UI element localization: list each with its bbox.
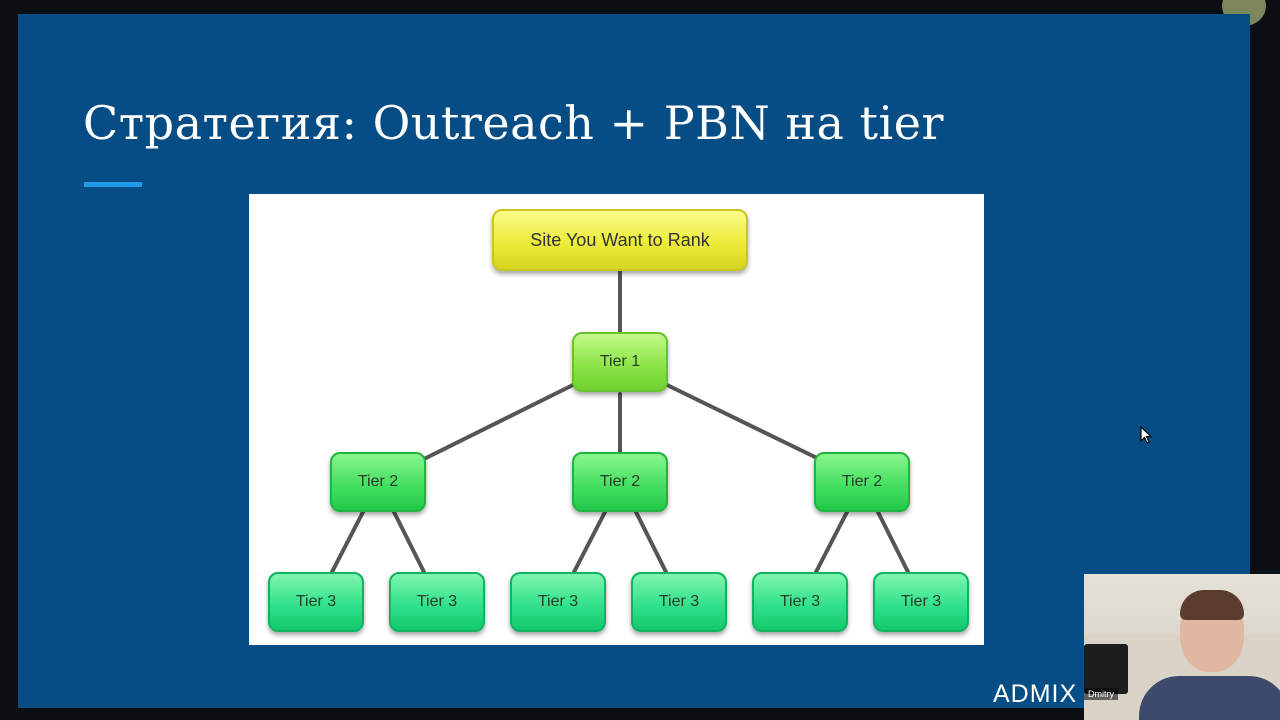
- presentation-slide: Стратегия: Outreach + PBN на tier Site Y…: [18, 14, 1250, 708]
- cursor-icon: [1140, 426, 1153, 444]
- node-tier-2-right: Tier 2: [814, 452, 910, 512]
- edge-tier1-tier2-left: [422, 382, 577, 461]
- node-tier-1: Tier 1: [572, 332, 668, 392]
- node-tier-3: Tier 3: [510, 572, 606, 632]
- webcam-speaker-object: [1084, 644, 1128, 694]
- node-site-to-rank: Site You Want to Rank: [492, 209, 748, 271]
- webcam-video-tile[interactable]: Dmitry: [1084, 574, 1280, 720]
- node-tier-3: Tier 3: [631, 572, 727, 632]
- node-tier-2-left: Tier 2: [330, 452, 426, 512]
- webcam-person-body: [1139, 676, 1280, 720]
- edge-tier2b-tier3c: [572, 510, 607, 574]
- node-tier-3: Tier 3: [873, 572, 969, 632]
- edge-tier2b-tier3d: [634, 510, 668, 574]
- node-tier-2-center: Tier 2: [572, 452, 668, 512]
- edge-tier1-tier2-right: [663, 382, 821, 461]
- webcam-person-hair: [1180, 590, 1244, 620]
- title-underline: [84, 182, 142, 187]
- participant-name-tag: Dmitry: [1084, 688, 1118, 700]
- tier-diagram: Site You Want to Rank Tier 1 Tier 2 Tier…: [249, 194, 984, 645]
- edge-tier2c-tier3e: [814, 510, 849, 574]
- node-tier-3: Tier 3: [268, 572, 364, 632]
- brand-logo: ADMIX: [993, 680, 1078, 708]
- node-tier-3: Tier 3: [752, 572, 848, 632]
- edge-tier2c-tier3f: [876, 510, 910, 574]
- edge-tier2a-tier3a: [330, 510, 365, 574]
- node-tier-3: Tier 3: [389, 572, 485, 632]
- slide-title: Стратегия: Outreach + PBN на tier: [83, 96, 944, 150]
- edge-tier2a-tier3b: [392, 510, 426, 574]
- diagram-connectors: [330, 270, 910, 574]
